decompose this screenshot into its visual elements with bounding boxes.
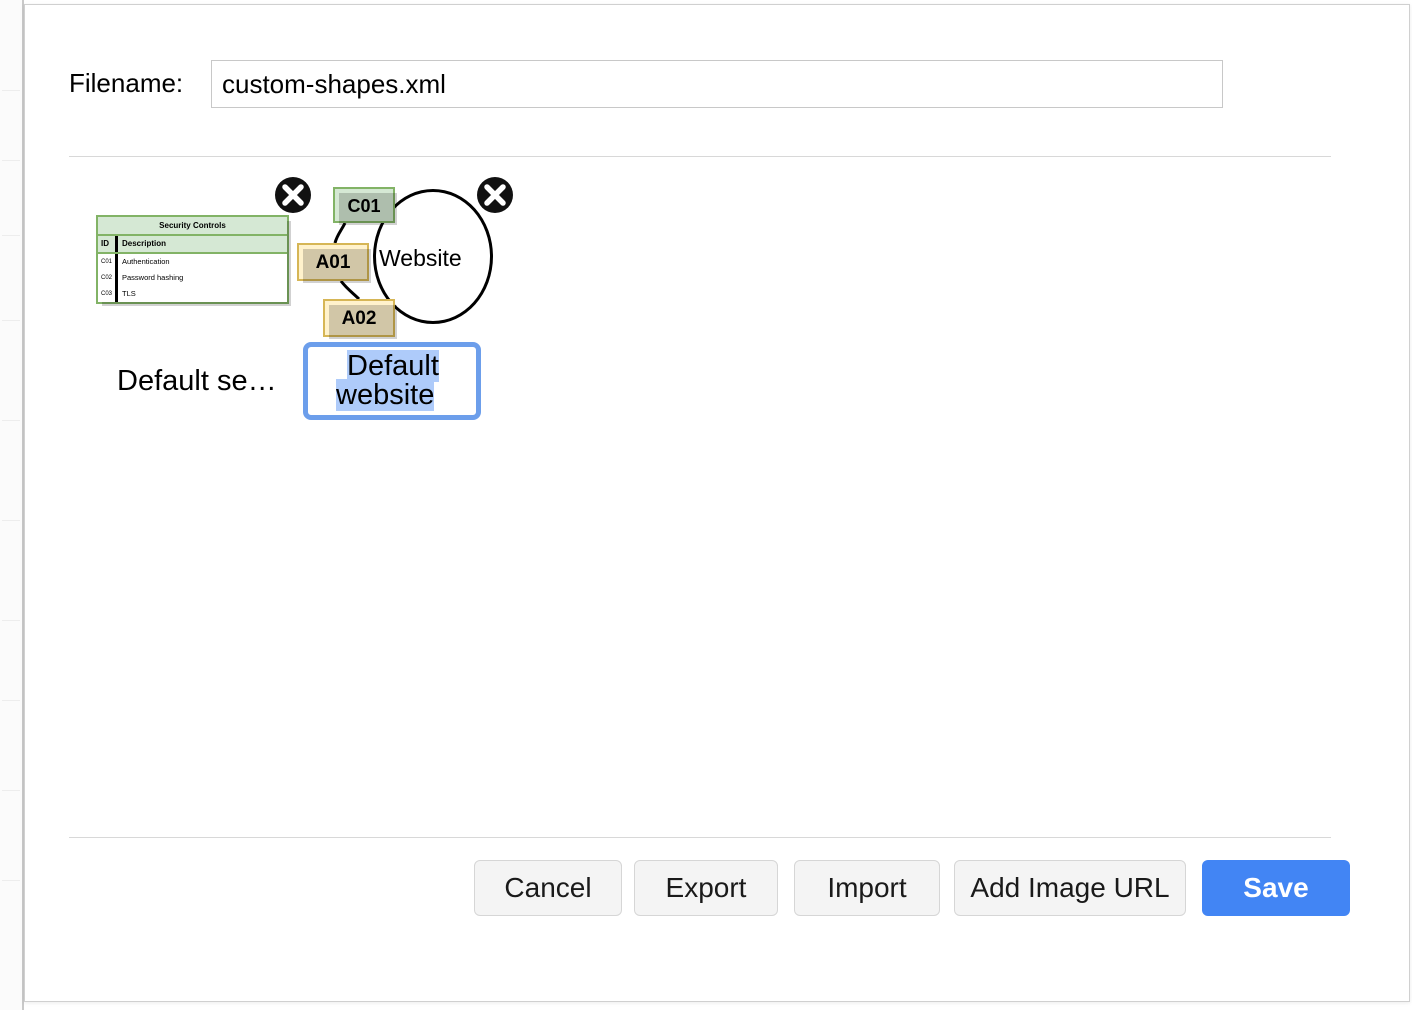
ellipse-shape[interactable] — [373, 189, 493, 324]
selected-text-line-2-value: website — [336, 379, 435, 411]
import-button[interactable]: Import — [794, 860, 940, 916]
table-cell-description: TLS — [122, 289, 136, 298]
table-cell-description: Password hashing — [122, 273, 184, 282]
default-settings-label[interactable]: Default se… — [117, 365, 277, 397]
background-app-behind-dialog — [0, 0, 24, 1010]
table-row: C01 Authentication — [98, 254, 287, 270]
add-image-url-button[interactable]: Add Image URL — [954, 860, 1186, 916]
table-cell-id: C02 — [98, 270, 118, 286]
table-row: C02 Password hashing — [98, 270, 287, 286]
filename-input[interactable] — [211, 60, 1223, 108]
edit-library-dialog: Filename: Security Controls ID Descripti… — [24, 4, 1410, 1002]
node-a01[interactable]: A01 — [297, 243, 371, 283]
table-cell-id: C01 — [98, 254, 118, 270]
table-cell-id: C03 — [98, 286, 118, 302]
security-controls-table[interactable]: Security Controls ID Description C01 Aut… — [96, 215, 291, 306]
table-header-id: ID — [98, 236, 118, 252]
selected-text-line-2: website — [336, 379, 435, 411]
dialog-footer: Cancel Export Import Add Image URL Save — [25, 860, 1409, 924]
table-title: Security Controls — [98, 217, 287, 236]
export-button[interactable]: Export — [634, 860, 778, 916]
node-a02[interactable]: A02 — [323, 299, 397, 339]
selected-text-shape[interactable]: Default website — [303, 342, 481, 420]
save-button[interactable]: Save — [1202, 860, 1350, 916]
close-x-icon[interactable] — [476, 176, 514, 214]
selected-text-line-1-value: Default — [347, 350, 439, 382]
selected-text-line-1: Default — [347, 350, 439, 382]
node-c01[interactable]: C01 — [333, 187, 397, 225]
table-row: C03 TLS — [98, 286, 287, 302]
table-cell-description: Authentication — [122, 257, 170, 266]
filename-label: Filename: — [69, 68, 184, 98]
close-x-icon[interactable] — [274, 176, 312, 214]
table-header-row: ID Description — [98, 236, 287, 254]
filename-row: Filename: — [25, 60, 1409, 110]
ellipse-shape-label: Website — [379, 245, 462, 271]
divider-top — [69, 156, 1331, 157]
shape-preview-canvas[interactable]: Security Controls ID Description C01 Aut… — [69, 165, 1331, 830]
divider-bottom — [69, 837, 1331, 838]
cancel-button[interactable]: Cancel — [474, 860, 622, 916]
table-header-description: Description — [122, 239, 167, 248]
